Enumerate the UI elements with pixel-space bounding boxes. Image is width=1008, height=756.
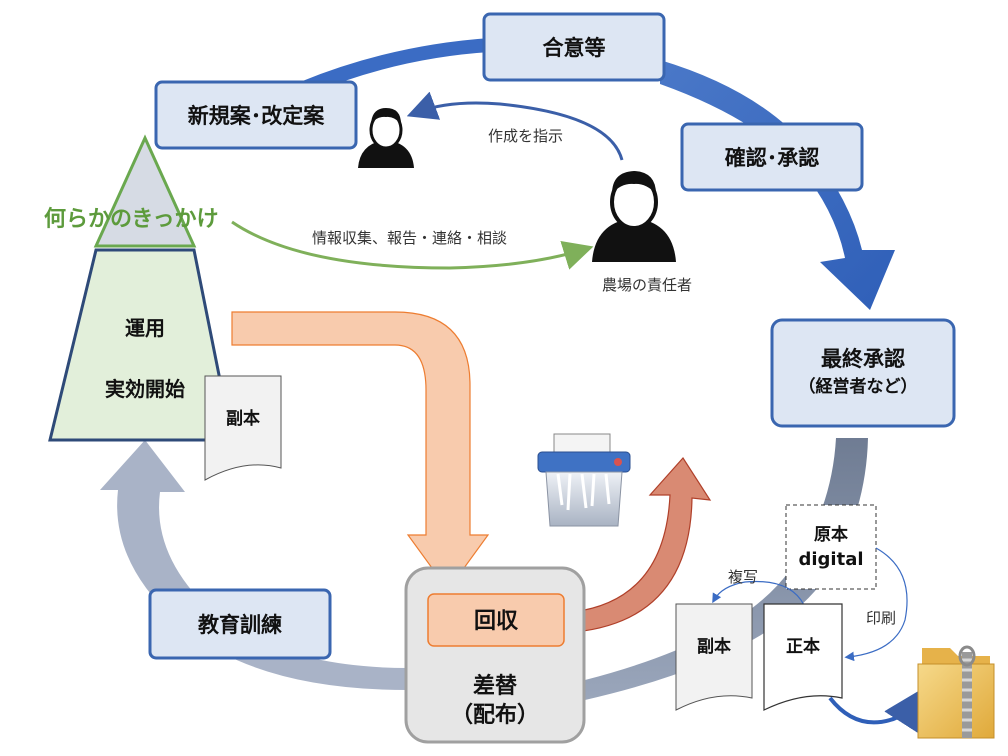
report-arrow [231, 220, 594, 270]
new-plan-label: 新規案･改定案 [188, 104, 325, 128]
final-approval-sub-label: （経営者など） [799, 376, 918, 397]
cycle-arrow-top [300, 38, 490, 96]
collect-label: 回収 [474, 609, 519, 634]
final-approval-label: 最終承認 [821, 347, 905, 371]
collect-box [427, 593, 565, 647]
education-box: 教育訓練 [148, 588, 332, 660]
agreement-label: 合意等 [543, 36, 606, 60]
archive-arrow [828, 688, 923, 734]
instruct-label: 作成を指示 [488, 127, 563, 145]
shred-arrow [572, 457, 712, 633]
confirm-label: 確認･承認 [725, 146, 820, 170]
copy-document-right [675, 603, 753, 711]
replace-label: 差替 [473, 673, 517, 699]
operation-label: 運用 [125, 316, 165, 340]
orange-flow-arrow [231, 311, 490, 592]
person-icon [358, 108, 414, 168]
shredder-icon [537, 433, 631, 527]
original-document-label: 正本 [786, 636, 820, 657]
confirm-box: 確認･承認 [680, 122, 864, 192]
trigger-label: 何らかのきっかけ [44, 206, 218, 232]
original-document [763, 603, 843, 711]
copy-document-left [204, 375, 282, 481]
pyramid-top [93, 134, 197, 248]
print-label: 印刷 [866, 609, 896, 627]
agreement-box: 合意等 [482, 12, 666, 82]
education-label: 教育訓練 [198, 613, 282, 637]
effective-start-label: 実効開始 [105, 377, 185, 401]
print-arrow [844, 547, 908, 662]
new-plan-box: 新規案･改定案 [154, 80, 358, 150]
report-label: 情報収集、報告・連絡・相談 [312, 229, 507, 247]
manager-person-icon [592, 171, 676, 262]
copy-label: 複写 [728, 568, 758, 586]
instruct-arrow [406, 91, 624, 161]
copy-document-left-label: 副本 [226, 408, 260, 429]
original-digital-label-2: digital [798, 549, 863, 570]
cycle-arrow-right [660, 60, 895, 310]
zip-folder-icon [917, 645, 995, 739]
final-approval-box: 最終承認 （経営者など） [770, 318, 956, 428]
distribute-label: （配布） [451, 702, 539, 728]
copy-arrow [712, 580, 805, 606]
original-digital-document [785, 504, 877, 590]
original-digital-label-1: 原本 [814, 524, 848, 545]
replace-box: 回収 差替 （配布） [404, 566, 586, 744]
copy-document-right-label: 副本 [697, 636, 731, 657]
farm-manager-label: 農場の責任者 [602, 276, 692, 294]
